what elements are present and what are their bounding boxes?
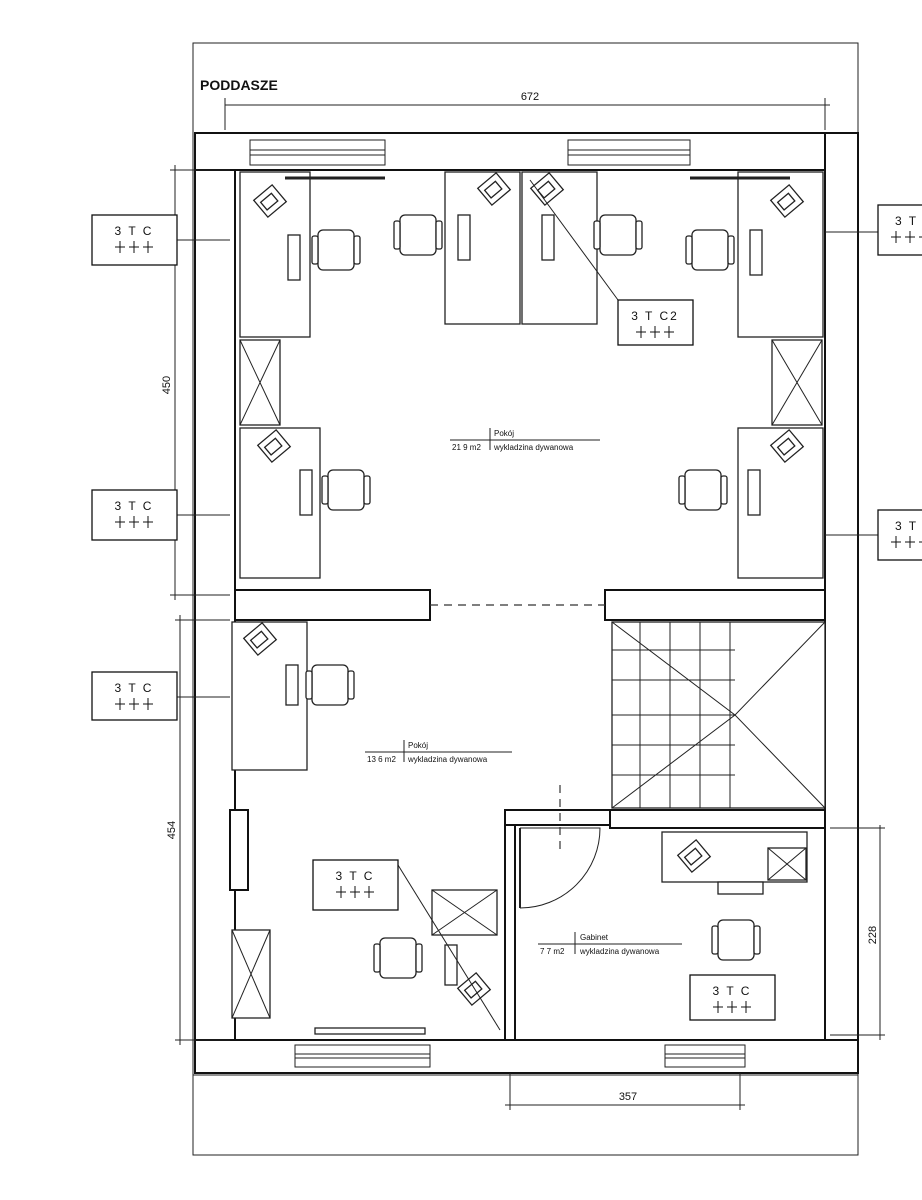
socket-label: 3 T C <box>895 214 922 228</box>
socket-symbol-icon <box>336 886 374 898</box>
monitor-icon <box>456 971 492 1007</box>
keyboard <box>541 214 555 261</box>
room-label-gabinet: Gabinet 7 7 m2 wykladzina dywanowa <box>538 932 682 956</box>
room-area: 13 6 m2 <box>367 755 396 764</box>
monitor-icon <box>252 183 288 219</box>
room-label-pokoj-1: Pokój 21 9 m2 wykladzina dywanowa <box>450 428 600 452</box>
office-chair-icon <box>311 229 361 271</box>
plan-title: PODDASZE <box>200 77 278 93</box>
office-chair-icon <box>393 214 443 256</box>
monitor-icon <box>769 428 805 464</box>
office-chair-icon <box>711 919 761 961</box>
office-chair-icon <box>685 229 735 271</box>
dim-left-lower: 454 <box>166 821 178 839</box>
office-chair-icon <box>321 469 371 511</box>
socket-symbol-icon <box>891 231 922 243</box>
cabinet <box>431 889 498 936</box>
monitor-icon <box>256 428 292 464</box>
windows <box>249 139 746 1068</box>
socket-boxes: 3 T C 3 T C 3 T C 3 T C 3 T C 3 T C2 3 T… <box>91 179 922 1031</box>
socket-symbol-icon <box>115 516 153 528</box>
room-label-pokoj-2: Pokój 13 6 m2 wykladzina dywanowa <box>365 740 512 764</box>
room-area: 21 9 m2 <box>452 443 481 452</box>
dim-right: 228 <box>867 926 879 944</box>
room-name: Gabinet <box>580 933 609 942</box>
keyboard <box>717 881 764 895</box>
monitor-icon <box>769 183 805 219</box>
office-chair-icon <box>373 937 423 979</box>
dim-bottom: 357 <box>619 1091 637 1103</box>
keyboard <box>285 664 299 706</box>
monitor-icon <box>676 838 712 874</box>
room-floor: wykladzina dywanowa <box>407 755 488 764</box>
room-floor: wykladzina dywanowa <box>493 443 574 452</box>
socket-label: 3 T C <box>115 681 154 695</box>
cabinet <box>771 339 823 426</box>
socket-symbol-icon <box>891 536 922 548</box>
keyboard <box>299 469 313 516</box>
cabinet <box>767 847 807 881</box>
keyboard <box>747 469 761 516</box>
socket-label: 3 T C <box>115 499 154 513</box>
socket-box <box>91 671 178 721</box>
socket-label: 3 T C <box>115 224 154 238</box>
monitor-icon <box>476 171 512 207</box>
office-chair-icon <box>305 664 355 706</box>
socket-label: 3 T C2 <box>631 309 679 323</box>
office-chair-icon <box>593 214 643 256</box>
room-floor: wykladzina dywanowa <box>579 947 660 956</box>
socket-symbol-icon <box>713 1001 751 1013</box>
staircase <box>611 621 826 809</box>
socket-label: 3 T C <box>336 869 375 883</box>
socket-box <box>91 214 178 266</box>
room-name: Pokój <box>494 429 514 438</box>
socket-symbol-icon <box>636 326 674 338</box>
radiator <box>314 1027 426 1035</box>
furniture <box>231 171 824 1035</box>
office-chair-icon <box>678 469 728 511</box>
cabinet <box>239 339 281 426</box>
socket-symbol-icon <box>115 698 153 710</box>
monitor-icon <box>529 171 565 207</box>
keyboard <box>287 234 301 281</box>
dim-left-upper: 450 <box>161 376 173 394</box>
desk <box>521 171 598 325</box>
cabinet <box>231 929 271 1019</box>
socket-box <box>91 489 178 541</box>
socket-box <box>312 859 399 911</box>
room-area: 7 7 m2 <box>540 947 565 956</box>
socket-label: 3 T C <box>895 519 922 533</box>
monitor-icon <box>242 621 278 657</box>
walls <box>194 132 859 1074</box>
door-swing <box>519 827 601 909</box>
keyboard <box>457 214 471 261</box>
dim-top: 672 <box>521 91 539 103</box>
keyboard <box>749 229 763 276</box>
socket-symbol-icon <box>115 241 153 253</box>
socket-label: 3 T C <box>713 984 752 998</box>
socket-box <box>877 204 922 256</box>
socket-box <box>877 509 922 561</box>
room-name: Pokój <box>408 741 428 750</box>
